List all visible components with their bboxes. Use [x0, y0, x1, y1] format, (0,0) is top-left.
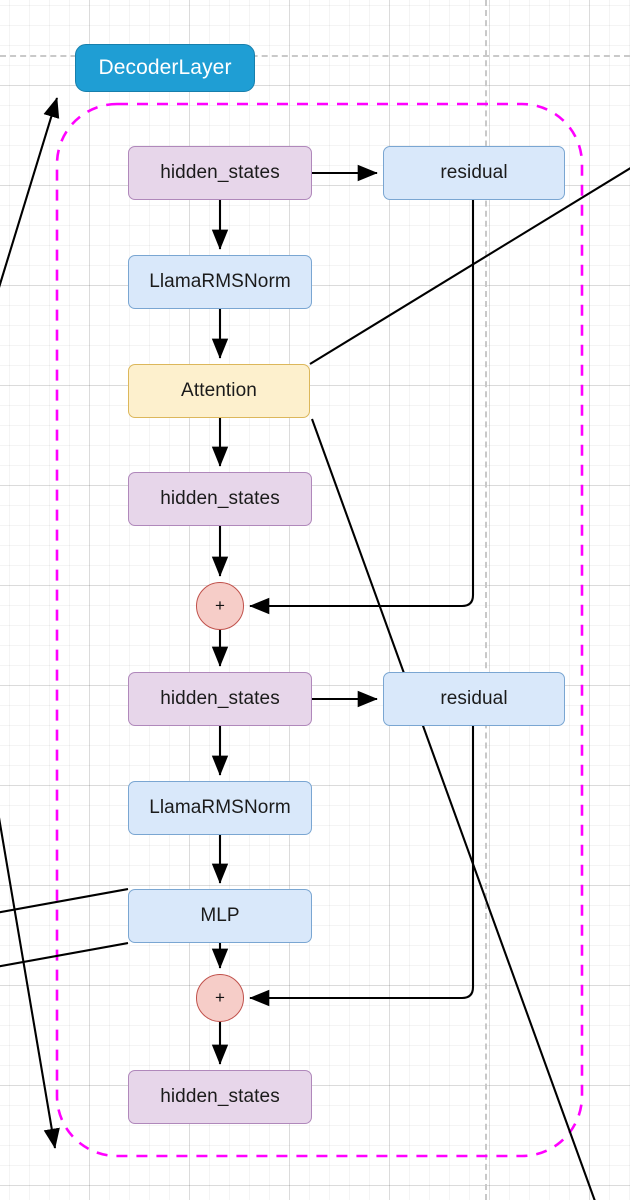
node-label: hidden_states — [160, 162, 280, 183]
node-label: MLP — [200, 905, 240, 926]
node-hidden-states-mid[interactable]: hidden_states — [128, 672, 312, 726]
node-add-1[interactable]: + — [196, 582, 244, 630]
node-llamarmsnorm-2[interactable]: LlamaRMSNorm — [128, 781, 312, 835]
plus-icon: + — [214, 596, 226, 615]
node-label: LlamaRMSNorm — [149, 271, 291, 292]
decoder-layer-title-label: DecoderLayer — [98, 56, 232, 79]
node-residual-1[interactable]: residual — [383, 146, 565, 200]
node-mlp[interactable]: MLP — [128, 889, 312, 943]
node-hidden-states-input[interactable]: hidden_states — [128, 146, 312, 200]
node-label: hidden_states — [160, 688, 280, 709]
node-residual-2[interactable]: residual — [383, 672, 565, 726]
edge-external-into-mlp-top — [0, 887, 129, 914]
node-attention[interactable]: Attention — [128, 364, 310, 418]
node-label: residual — [440, 688, 508, 709]
node-hidden-states-output[interactable]: hidden_states — [128, 1070, 312, 1124]
edge-attention-out-downright — [311, 418, 596, 1200]
node-label: hidden_states — [160, 1086, 280, 1107]
edge-external-into-mlp-bottom — [0, 941, 129, 968]
edge-res2-add2 — [249, 726, 475, 1007]
node-label: Attention — [181, 380, 257, 401]
node-llamarmsnorm-1[interactable]: LlamaRMSNorm — [128, 255, 312, 309]
node-label: hidden_states — [160, 488, 280, 509]
edge-external-up — [0, 97, 60, 288]
node-hidden-states-post-attention[interactable]: hidden_states — [128, 472, 312, 526]
node-label: residual — [440, 162, 508, 183]
node-add-2[interactable]: + — [196, 974, 244, 1022]
plus-icon: + — [214, 988, 226, 1007]
edge-external-down — [0, 817, 60, 1149]
decoder-layer-title[interactable]: DecoderLayer — [75, 44, 255, 92]
node-label: LlamaRMSNorm — [149, 797, 291, 818]
alignment-guide-horizontal — [0, 55, 630, 57]
